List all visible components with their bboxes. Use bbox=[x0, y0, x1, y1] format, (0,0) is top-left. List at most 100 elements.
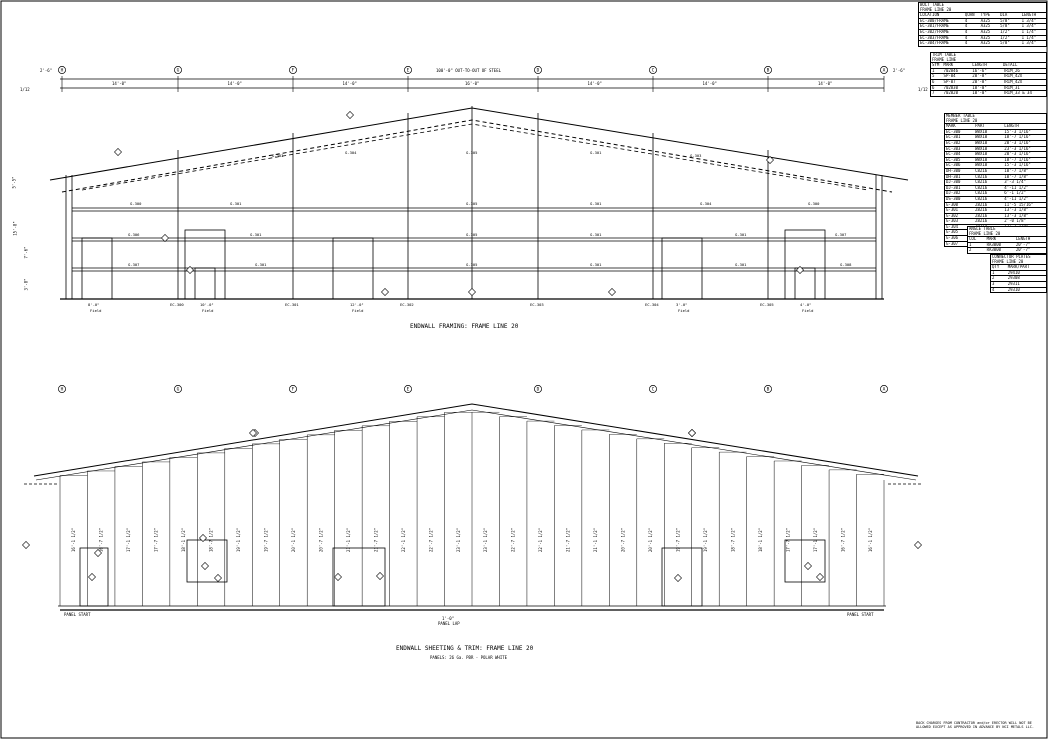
table-cell: DH-300 bbox=[946, 168, 961, 173]
gridline-letter: G bbox=[177, 387, 180, 393]
table-cell: A325 bbox=[980, 24, 991, 29]
panel-length: 16'-1 1/2" bbox=[71, 528, 76, 552]
table-cell: MARK/PART bbox=[1007, 265, 1030, 270]
table-cell: 18'-7 1/16" bbox=[1004, 135, 1031, 140]
table-cell: 13'-3 1/8" bbox=[1004, 213, 1029, 218]
gridline-letter: B bbox=[767, 68, 770, 74]
gridline-bubble bbox=[764, 66, 772, 74]
girt-label: G-304 bbox=[700, 201, 712, 206]
table-cell: C8Z16 bbox=[975, 191, 988, 196]
table-cell: 1 3/4" bbox=[1021, 18, 1037, 23]
table-cell: DETAIL bbox=[1002, 63, 1018, 68]
trim-symbol bbox=[161, 234, 169, 242]
opening-dimension: 10'-0" bbox=[200, 302, 214, 307]
gridline-letter: E bbox=[407, 387, 410, 393]
table-cell: Z8Z16 bbox=[975, 213, 988, 218]
table-cell: EC-304 bbox=[946, 152, 961, 157]
trim-symbol bbox=[88, 573, 96, 581]
table-cell: 29311 bbox=[1007, 281, 1020, 286]
trim-symbol bbox=[186, 266, 194, 274]
table-cell: Z8Z16 bbox=[975, 219, 988, 224]
table-subtitle: FRAME LINE 20 bbox=[992, 258, 1024, 264]
column-label: EC-302 bbox=[400, 302, 414, 307]
table-cell: MARK bbox=[943, 63, 954, 68]
opening-dimension: 3'-0" bbox=[676, 302, 687, 307]
gridline-bubble bbox=[289, 385, 297, 393]
table-cell: MARK bbox=[986, 237, 997, 242]
table-cell: EC-302 bbox=[946, 140, 961, 145]
gridline-letter: E bbox=[407, 68, 410, 74]
table-cell: 15'-3 1/16" bbox=[1004, 129, 1031, 134]
table-cell: 1 bbox=[992, 270, 995, 275]
table-cell: EC-300 bbox=[946, 129, 961, 134]
gridline-bubble bbox=[880, 385, 888, 393]
footer-note-line-1: BACK CHARGES FROM CONTRACTOR and/or EREC… bbox=[916, 721, 1032, 725]
panel-length: 20'-7 1/2" bbox=[318, 528, 323, 552]
gridline-bubble bbox=[174, 66, 182, 74]
girt-label: G-301 bbox=[590, 201, 602, 206]
table-cell: 29410 bbox=[1007, 270, 1020, 275]
table-cell: 20'-3 1/16" bbox=[1004, 140, 1031, 145]
table-cell: 5/8" bbox=[1000, 41, 1010, 46]
table-cell: EC-303 bbox=[946, 146, 961, 151]
panel-length: 16'-7 1/2" bbox=[99, 528, 104, 552]
panel-length: 19'-7 1/2" bbox=[676, 528, 681, 552]
table-cell: A325 bbox=[980, 29, 991, 34]
panel-length: 22'-7 1/2" bbox=[511, 528, 516, 552]
table-cell: G-301 bbox=[946, 208, 959, 213]
table-subtitle: FRAME LINE bbox=[932, 56, 957, 62]
table-cell: C8Z16 bbox=[975, 196, 988, 201]
gridline-letter: D bbox=[537, 387, 540, 393]
gridline-bubble bbox=[649, 385, 657, 393]
table-cell: LENGTH bbox=[972, 63, 987, 68]
trim-symbol bbox=[199, 534, 207, 542]
trim-symbol bbox=[914, 541, 922, 549]
gridline-letter: A bbox=[883, 68, 886, 74]
sheeting-panels: 16'-1 1/2"16'-7 1/2"17'-1 1/2"17'-7 1/2"… bbox=[22, 412, 922, 606]
table-cell: A325 bbox=[980, 35, 991, 40]
table-cell: DJ-302 bbox=[946, 191, 961, 196]
panel-length: 20'-1 1/2" bbox=[291, 528, 296, 552]
girt-label: G-307 bbox=[835, 232, 846, 237]
table-cell: 5/8" bbox=[1000, 18, 1010, 23]
table-cell: 1/2" bbox=[1000, 29, 1010, 34]
table-cell: W8X10 bbox=[975, 163, 988, 168]
panel-length: 22'-7 1/2" bbox=[428, 528, 433, 552]
table-cell: G-307 bbox=[946, 241, 959, 246]
table-cell: TRIM_31 bbox=[1002, 85, 1020, 90]
table-cell: 16'-6" bbox=[972, 68, 987, 73]
trim-symbol bbox=[114, 148, 122, 156]
height-dimension: 15'-8" bbox=[12, 221, 18, 236]
trim-symbol bbox=[674, 574, 682, 582]
table-cell: 1 bbox=[969, 242, 972, 247]
table-cell: W8X10 bbox=[975, 140, 988, 145]
table-cell: 3'-3 1/4" bbox=[1004, 180, 1026, 185]
footer-note-line-2: ALLOWED EXCEPT AS APPROVED IN ADVANCE BY… bbox=[916, 725, 1035, 729]
girt-label: G-301 bbox=[250, 232, 262, 237]
table-cell: 10'-7 1/8" bbox=[1004, 174, 1029, 179]
trim-symbol bbox=[214, 574, 222, 582]
girt-label: G-305 bbox=[466, 232, 477, 237]
table-cell: QUAN bbox=[964, 13, 975, 18]
girt-label: G-304 bbox=[345, 150, 357, 155]
table-cell: C8Z16 bbox=[975, 180, 988, 185]
table-subtitle: FRAME LINE 20 bbox=[969, 230, 1001, 236]
gridline-bubble bbox=[880, 66, 888, 74]
table-cell: 4'-11 1/2" bbox=[1004, 196, 1029, 201]
